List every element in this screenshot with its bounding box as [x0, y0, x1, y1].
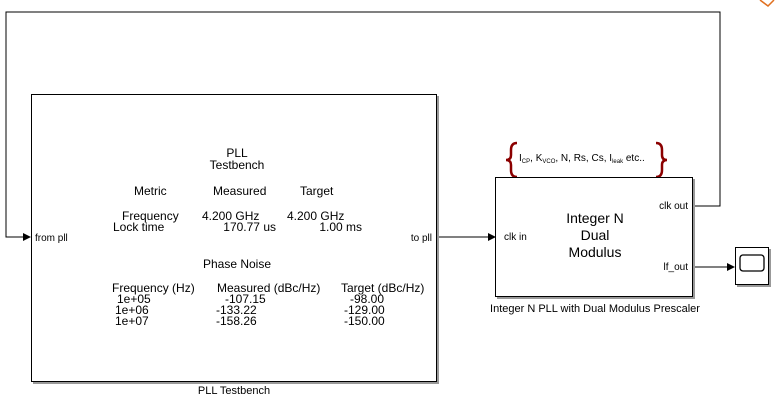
- lock-time-metric: Lock time: [113, 220, 165, 234]
- pn-row-1-measured: -107.15: [225, 292, 266, 306]
- icp-label: I: [519, 153, 522, 164]
- ileak-subscript: leak: [612, 159, 624, 165]
- pn-row-2-measured: -133.22: [216, 303, 257, 317]
- pn-row-2-freq: 1e+06: [115, 303, 149, 317]
- pn-frequency-header: Frequency (Hz): [112, 281, 195, 295]
- params-middle: , N, Rs, Cs,: [555, 153, 610, 164]
- from-pll-port[interactable]: from pll: [35, 233, 68, 244]
- params-tail: etc..: [623, 153, 645, 164]
- pll-block-line1: Integer N: [566, 210, 624, 226]
- frequency-target: 4.200 GHz: [287, 209, 345, 223]
- clk-in-arrowhead: [488, 233, 496, 241]
- pll-parameters-annotation: ICP, KVCO, N, Rs, Cs, Ileak etc..: [519, 154, 645, 167]
- left-brace-icon: [505, 141, 518, 179]
- feedback-wire[interactable]: [5, 11, 721, 238]
- pn-row-1-target: -98.00: [350, 292, 385, 306]
- to-pll-port[interactable]: to pll: [410, 233, 432, 244]
- pll-block-line3: Modulus: [568, 244, 622, 260]
- from-pll-arrowhead: [23, 233, 31, 241]
- pn-row-2-target: -129.00: [344, 303, 385, 317]
- metric-header: Metric: [134, 184, 167, 198]
- testbench-title-line1: PLL: [226, 146, 248, 160]
- target-header: Target: [300, 184, 334, 198]
- integer-n-pll-block[interactable]: Integer N Dual Modulus clk in clk out lf…: [495, 177, 693, 297]
- frequency-metric: Frequency: [122, 209, 179, 223]
- corner-accent-icon: [759, 0, 775, 7]
- right-brace-icon: [655, 141, 668, 179]
- pll-block-line2: Dual: [580, 227, 610, 243]
- kvco-label: K: [535, 153, 543, 164]
- pll-testbench-caption: PLL Testbench: [197, 385, 271, 397]
- scope-arrowhead: [727, 263, 735, 271]
- lock-time-target: 1.00 ms: [319, 220, 362, 234]
- frequency-measured: 4.200 GHz: [202, 209, 260, 223]
- phase-noise-title: Phase Noise: [202, 257, 272, 271]
- params-separator: ,: [530, 153, 536, 164]
- pn-row-3-measured: -158.26: [216, 314, 257, 328]
- scope-icon: [739, 254, 765, 272]
- icp-subscript: CP: [521, 159, 531, 165]
- lf-out-port[interactable]: lf_out: [663, 262, 688, 273]
- pn-row-1-freq: 1e+05: [117, 292, 151, 306]
- pn-measured-header: Measured (dBc/Hz): [217, 281, 321, 295]
- scope-block[interactable]: [735, 247, 769, 285]
- clk-in-port[interactable]: clk in: [504, 232, 527, 243]
- pn-row-3-freq: 1e+07: [115, 314, 149, 328]
- pn-target-header: Target (dBc/Hz): [341, 281, 425, 295]
- pll-block-caption: Integer N PLL with Dual Modulus Prescale…: [490, 303, 700, 315]
- testbench-title-line2: Testbench: [209, 158, 265, 172]
- ileak-label: I: [609, 153, 613, 164]
- measured-header: Measured: [213, 184, 267, 198]
- lock-time-measured: 170.77 us: [223, 220, 276, 234]
- pn-row-3-target: -150.00: [344, 314, 385, 328]
- clk-out-port[interactable]: clk out: [659, 201, 688, 212]
- pll-testbench-block[interactable]: PLL Testbench Metric Measured Target Fre…: [31, 94, 437, 382]
- kvco-subscript: VCO: [542, 159, 556, 165]
